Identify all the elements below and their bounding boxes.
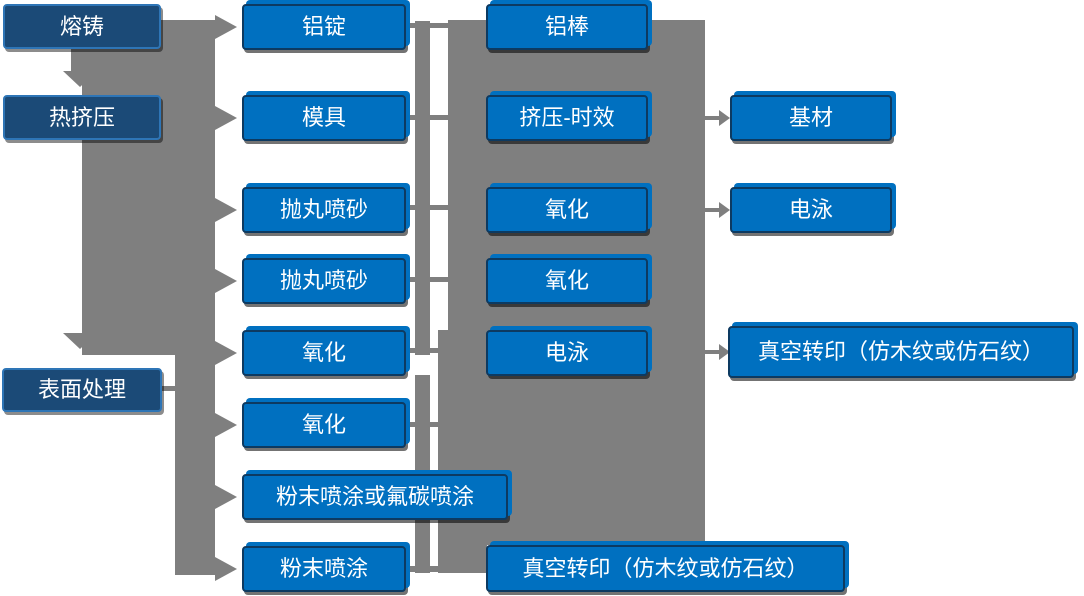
node-electrophoresis-1: 电泳 — [486, 330, 648, 376]
arrow-down-icon — [63, 333, 97, 349]
arrow-right-icon — [719, 202, 730, 218]
node-surface-treatment: 表面处理 — [2, 368, 162, 412]
arrow-right-icon — [719, 344, 730, 360]
node-vacuum-transfer-1: 真空转印（仿木纹或仿石纹） — [486, 545, 845, 592]
node-powder-or-fluorocarbon-coating: 粉末喷涂或氟碳喷涂 — [242, 474, 508, 520]
node-powder-coating: 粉末喷涂 — [242, 546, 406, 592]
node-oxidation-3: 氧化 — [486, 187, 648, 233]
thin-arrow-line — [705, 350, 720, 354]
node-aluminum-ingot: 铝锭 — [242, 4, 406, 50]
arrow-right-icon — [215, 198, 237, 222]
arrow-right-icon — [215, 557, 237, 581]
node-aluminum-rod: 铝棒 — [486, 4, 648, 50]
connector-bar-mid-upper — [415, 21, 430, 355]
connector-line-row6 — [406, 422, 452, 427]
node-electrophoresis-2: 电泳 — [730, 187, 892, 233]
thin-arrow-line — [705, 208, 720, 212]
connector-line-bottom-row — [406, 566, 487, 572]
node-shot-blasting-1: 抛丸喷砂 — [242, 187, 406, 233]
node-mold: 模具 — [242, 95, 406, 141]
arrow-right-icon — [215, 269, 237, 293]
connector-band-left-wide — [82, 20, 215, 355]
node-hot-extrusion: 热挤压 — [3, 95, 161, 140]
arrow-right-icon — [215, 106, 237, 130]
node-base-material: 基材 — [730, 95, 892, 141]
node-vacuum-transfer-2: 真空转印（仿木纹或仿石纹） — [728, 326, 1074, 378]
connector-line-row5 — [406, 348, 452, 353]
node-oxidation-1: 氧化 — [242, 330, 406, 376]
connector-line-row4 — [406, 277, 452, 282]
connector-surface-treatment-link — [161, 386, 179, 391]
connector-line-row2 — [406, 115, 452, 120]
arrow-right-icon — [215, 413, 237, 437]
node-shot-blasting-2: 抛丸喷砂 — [242, 258, 406, 304]
connector-bar-mid-second — [438, 330, 452, 573]
thin-arrow-line — [705, 116, 720, 120]
node-oxidation-4: 氧化 — [486, 258, 648, 304]
arrow-right-icon — [215, 485, 237, 509]
node-oxidation-2: 氧化 — [242, 402, 406, 448]
arrow-right-icon — [215, 15, 237, 39]
node-extrusion-aging: 挤压-时效 — [486, 95, 648, 141]
arrow-right-icon — [719, 110, 730, 126]
arrow-down-icon — [63, 71, 97, 87]
connector-line-row3 — [406, 205, 452, 210]
down-arrow-stem — [71, 49, 88, 72]
node-melting-casting: 熔铸 — [3, 4, 161, 49]
connector-line-row1 — [406, 23, 452, 28]
arrow-right-icon — [215, 341, 237, 365]
connector-band-left-narrow — [175, 345, 215, 575]
